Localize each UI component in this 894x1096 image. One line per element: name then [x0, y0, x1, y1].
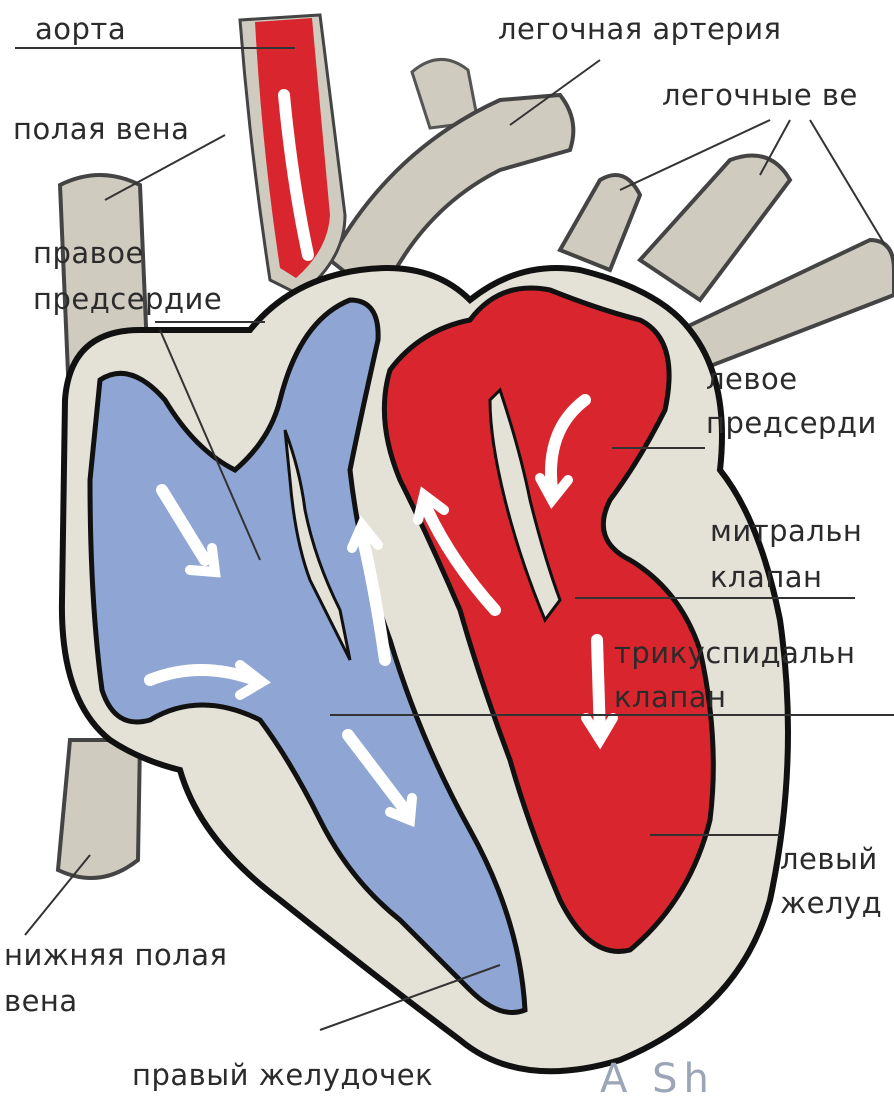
label-right-atrium-line2: предсердие [33, 282, 222, 316]
label-inferior-vena-cava-line1: нижняя полая [4, 938, 227, 972]
label-inferior-vena-cava-line2: вена [4, 984, 78, 1018]
label-vena-cava: полая вена [13, 112, 189, 146]
label-mitral-valve-line2: клапан [710, 560, 823, 594]
label-left-ventricle-line1: левый [780, 842, 878, 876]
label-pulmonary-veins: легочные ве [662, 78, 858, 112]
aorta [240, 15, 345, 295]
inferior-vena-cava [58, 740, 140, 878]
watermark-text: A Sh [600, 1062, 715, 1096]
label-tricuspid-valve-line2: клапан [614, 680, 727, 714]
label-right-ventricle: правый желудочек [132, 1058, 433, 1092]
label-tricuspid-valve-line1: трикуспидальн [614, 636, 856, 670]
label-right-atrium-line1: правое [33, 236, 144, 270]
label-left-ventricle-line2: желуд [780, 886, 882, 920]
label-left-atrium-line2: предсерди [706, 406, 877, 440]
label-pulmonary-artery: легочная артерия [498, 12, 782, 46]
label-left-atrium-line1: левое [706, 362, 798, 396]
label-mitral-valve-line1: митральн [710, 514, 862, 548]
label-aorta: аорта [35, 12, 126, 46]
